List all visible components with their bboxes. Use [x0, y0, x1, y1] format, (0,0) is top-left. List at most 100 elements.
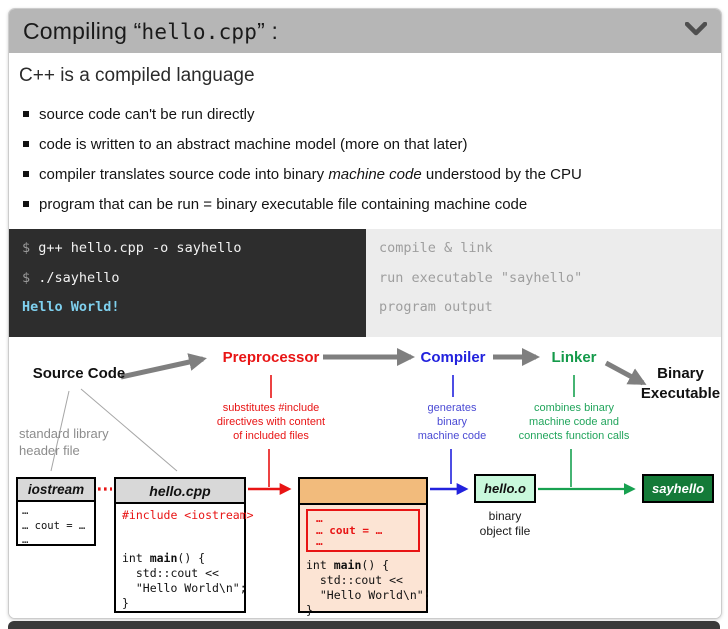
terminal-block: $ g++ hello.cpp -o sayhello $ ./sayhello… — [9, 229, 721, 337]
terminal-command-line: $ ./sayhello — [22, 270, 366, 300]
sayhello-executable-chip: sayhello — [642, 474, 714, 503]
annotation-line: combines binary — [533, 402, 615, 414]
bullet-text: program that can be run = binary executa… — [39, 196, 527, 213]
terminal-comment: program output — [379, 299, 493, 315]
note-line: object file — [479, 524, 531, 538]
object-file-note: binary object file — [465, 509, 545, 539]
hello-cpp-file-title: hello.cpp — [116, 479, 244, 504]
linker-annotation: combines binary machine code and connect… — [499, 401, 649, 443]
code-line: std::cout << — [122, 566, 219, 580]
chevron-down-icon[interactable] — [684, 21, 708, 41]
bullet-text-pre: compiler translates source code into bin… — [39, 165, 329, 183]
code-text: () { — [177, 551, 206, 565]
iostream-file-title: iostream — [18, 479, 94, 502]
code-line: std::cout << — [306, 572, 403, 587]
bullet-square-icon — [23, 141, 29, 147]
bullet-item: compiler translates source code into bin… — [23, 163, 582, 185]
compiler-annotation: generates binary machine code — [392, 401, 512, 443]
preprocessed-file-header — [300, 479, 426, 505]
code-keyword: main — [149, 551, 178, 565]
bullet-text: compiler translates source code into bin… — [39, 166, 582, 183]
code-line: "Hello World\n"; — [122, 581, 247, 595]
bullet-text-pre: code is written to an abstract machine m… — [39, 135, 468, 153]
annotation-line: machine code and — [529, 416, 619, 428]
preprocessed-file-box: … … cout = … … int main() { std::cout <<… — [298, 477, 431, 617]
code-gap — [122, 523, 244, 551]
compilation-pipeline-diagram: Source Code Preprocessor Compiler Linker… — [9, 337, 721, 618]
code-line: … — [316, 535, 323, 548]
terminal-commands: $ g++ hello.cpp -o sayhello $ ./sayhello… — [9, 229, 366, 337]
code-line: … cout = … — [22, 519, 86, 532]
preprocessor-annotation: substitutes #include directives with con… — [196, 401, 346, 443]
annotation-line: generates — [427, 402, 477, 414]
bullet-square-icon — [23, 171, 29, 177]
iostream-file-box: iostream … … cout = … … — [16, 477, 96, 546]
panel-title-open: Compiling “ — [23, 17, 142, 44]
code-text: int — [306, 557, 334, 572]
include-directive: #include <iostream> — [122, 508, 254, 522]
bullet-text-pre: source code can't be run directly — [39, 105, 255, 123]
stage-binary-line1: Binary — [657, 365, 704, 382]
diagram-arrows — [50, 348, 647, 495]
program-output: Hello World! — [22, 299, 120, 315]
terminal-output-line: Hello World! — [22, 299, 366, 329]
stage-linker: Linker — [551, 349, 597, 366]
panel-header[interactable]: Compiling “hello.cpp” : — [9, 9, 721, 53]
bullet-square-icon — [23, 201, 29, 207]
code-block: int main() { std::cout << "Hello World\n… — [300, 558, 431, 618]
section-heading: C++ is a compiled language — [19, 65, 255, 86]
stage-preprocessor: Preprocessor — [222, 349, 320, 366]
terminal-command-line: $ g++ hello.cpp -o sayhello — [22, 240, 366, 270]
hello-cpp-file-body: #include <iostream> int main() { std::co… — [116, 504, 254, 611]
code-text: int — [122, 551, 150, 565]
hello-cpp-file-box: hello.cpp #include <iostream> int main()… — [114, 477, 254, 613]
stdlib-note: standard library header file — [19, 425, 109, 459]
annotation-line: machine code — [417, 430, 487, 442]
bullet-item: program that can be run = binary executa… — [23, 193, 527, 215]
bullet-text-italic: machine code — [328, 165, 422, 183]
code-line: } — [122, 596, 129, 610]
annotation-line: directives with content — [216, 416, 326, 428]
code-line: "Hello World\n"; — [306, 587, 431, 602]
collapsed-section-bar[interactable] — [8, 621, 720, 629]
code-line: … — [316, 512, 323, 525]
stage-binary-line2: Executable — [640, 385, 721, 402]
inserted-include-content: … … cout = … … — [306, 509, 420, 552]
note-line: header file — [19, 443, 80, 458]
code-line: int main() { — [306, 558, 426, 573]
panel-title-close: ” : — [257, 17, 279, 44]
code-line: … — [22, 505, 29, 517]
panel-title-filename: hello.cpp — [141, 19, 258, 44]
bullet-item: source code can't be run directly — [23, 103, 254, 125]
code-text: () { — [361, 557, 390, 572]
code-line: int main() { — [122, 551, 244, 566]
annotation-line: connects function calls — [518, 430, 630, 442]
bullet-text-post: understood by the CPU — [421, 165, 582, 183]
shell-command: ./sayhello — [38, 269, 120, 286]
code-line: } — [306, 602, 313, 617]
bullet-text: source code can't be run directly — [39, 106, 254, 123]
hello-o-file-chip: hello.o — [474, 474, 536, 503]
iostream-file-body: … … cout = … … — [18, 502, 94, 548]
shell-prompt: $ — [22, 269, 39, 286]
terminal-comment: compile & link — [379, 240, 493, 256]
preprocessed-file-body: … … cout = … … int main() { std::cout <<… — [300, 509, 431, 618]
stage-binary-executable: Binary Executable — [633, 364, 721, 404]
annotation-line: binary — [437, 416, 467, 428]
shell-command: g++ hello.cpp -o sayhello — [38, 240, 242, 256]
code-line: … — [22, 534, 29, 546]
stage-compiler: Compiler — [420, 349, 486, 366]
terminal-comments: compile & link run executable "sayhello"… — [366, 229, 721, 337]
panel-title: Compiling “hello.cpp” : — [23, 18, 278, 45]
collapsible-panel: Compiling “hello.cpp” : C++ is a compile… — [8, 8, 722, 619]
stage-source-code: Source Code — [32, 365, 126, 382]
note-line: standard library — [19, 426, 109, 441]
code-line: … cout = … — [316, 523, 383, 537]
annotation-line: substitutes #include — [222, 402, 320, 414]
code-keyword: main — [333, 557, 362, 572]
terminal-comment: run executable "sayhello" — [379, 269, 583, 286]
annotation-line: of included files — [233, 430, 309, 442]
bullet-square-icon — [23, 111, 29, 117]
bullet-text: code is written to an abstract machine m… — [39, 136, 468, 153]
shell-prompt: $ — [22, 240, 39, 256]
